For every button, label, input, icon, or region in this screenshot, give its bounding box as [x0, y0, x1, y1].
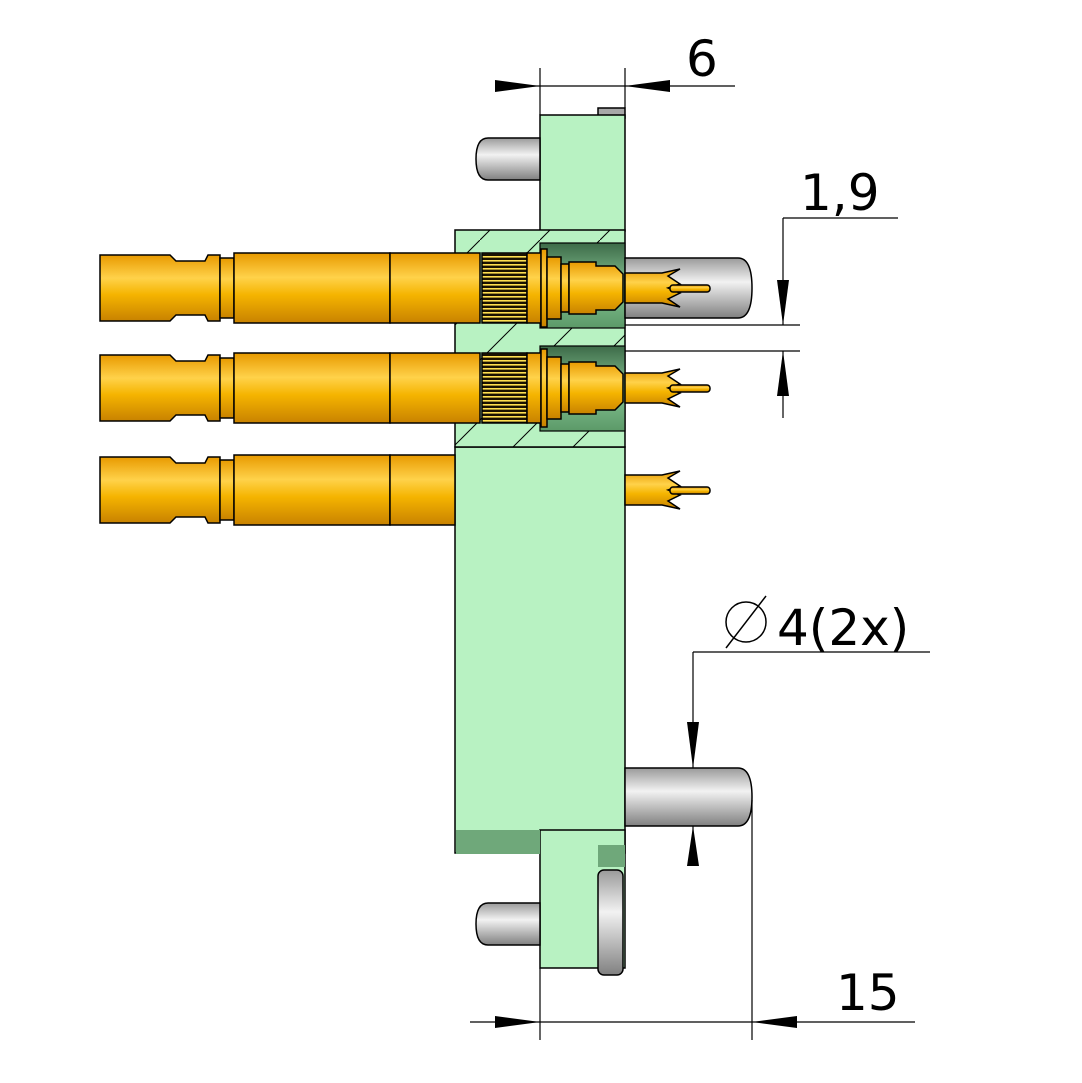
guide-pin-lower-right: [624, 767, 753, 827]
mounting-plate: [454, 107, 626, 976]
dimension-contact-offset: 1,9: [625, 164, 898, 418]
dimension-label-diameter: 4(2x): [777, 599, 909, 657]
knurl: [481, 352, 528, 424]
contact-2: [99, 348, 711, 428]
guide-pin-top-left: [475, 137, 541, 181]
contact-3: [99, 454, 711, 526]
dimension-label-6: 6: [686, 30, 718, 88]
diameter-symbol-icon: [725, 595, 767, 649]
dimension-pin-diameter: 4(2x): [687, 595, 930, 866]
dimension-pin-length: 15: [470, 800, 915, 1040]
guide-pin-bottom-left: [475, 902, 541, 946]
dimension-plate-thickness: 6: [495, 30, 735, 115]
dimension-label-15: 15: [836, 964, 900, 1022]
dimension-label-1-9: 1,9: [800, 164, 880, 222]
knurl: [481, 252, 528, 324]
contact-1: [99, 248, 711, 328]
